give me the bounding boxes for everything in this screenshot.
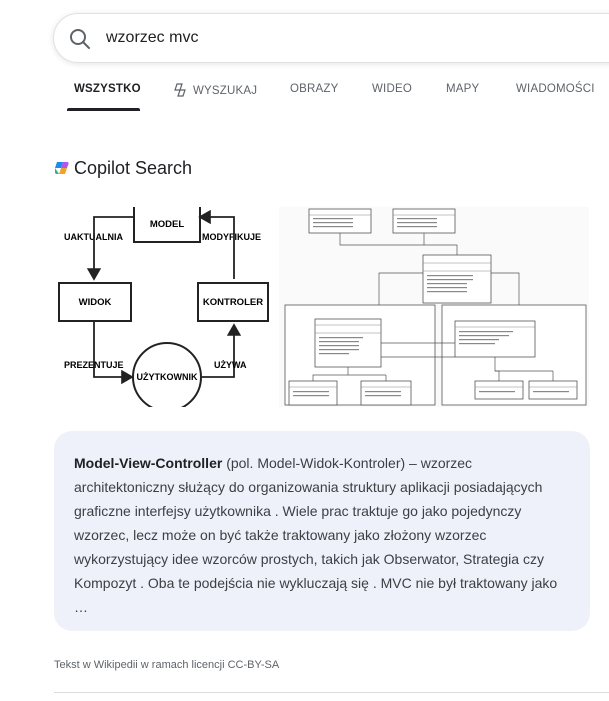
wiki-summary-card[interactable]: Model-View-Controller (pol. Model-Widok-… [54,431,590,631]
copilot-logo-icon [55,162,69,174]
license-note: Tekst w Wikipedii w ramach licencji CC-B… [54,659,280,671]
tab-all[interactable]: WSZYSTKO [74,83,141,95]
tab-search-label: WYSZUKAJ [193,85,258,97]
controller-box [197,282,269,322]
search-icon[interactable] [68,27,92,51]
copilot-header: Copilot Search [54,156,192,180]
view-box [58,282,132,322]
model-label: MODEL [150,219,185,230]
active-tab-indicator [67,108,140,111]
copilot-outline-icon [174,83,186,97]
user-circle [132,342,202,407]
uml-diagram-image[interactable] [279,207,589,407]
search-input[interactable]: wzorzec mvc [106,29,199,46]
summary-body: (pol. Model-Widok-Kontroler) – wzorzec a… [74,455,558,615]
uml-diagram [284,208,587,406]
mvc-diagram-image[interactable]: MODEL UAKTUALNIA MODYFIKUJE WIDOK KONTRO… [54,207,275,407]
tab-maps[interactable]: MAPY [446,83,480,95]
view-label: WIDOK [79,297,112,308]
present-label: PREZENTUJE [64,360,124,370]
mvc-diagram: MODEL UAKTUALNIA MODYFIKUJE WIDOK KONTRO… [58,207,269,407]
use-label: UŻYWA [214,360,247,370]
summary-term: Model-View-Controller [74,455,223,471]
controller-label: KONTROLER [203,297,263,308]
search-tabs: WSZYSTKO WYSZUKAJ OBRAZY WIDEO MAPY WIAD… [0,70,609,114]
tab-search[interactable]: WYSZUKAJ [172,83,257,97]
copilot-title: Copilot Search [74,157,193,178]
search-box[interactable]: wzorzec mvc [53,13,609,63]
model-box [133,207,201,243]
divider [54,692,609,693]
tab-images[interactable]: OBRAZY [290,83,339,95]
wiki-summary-text: Model-View-Controller (pol. Model-Widok-… [74,451,570,619]
modify-label: MODYFIKUJE [202,232,261,242]
tab-news[interactable]: WIADOMOŚCI [516,83,595,95]
tab-video[interactable]: WIDEO [372,83,412,95]
user-label: UŻYTKOWNIK [137,372,198,382]
